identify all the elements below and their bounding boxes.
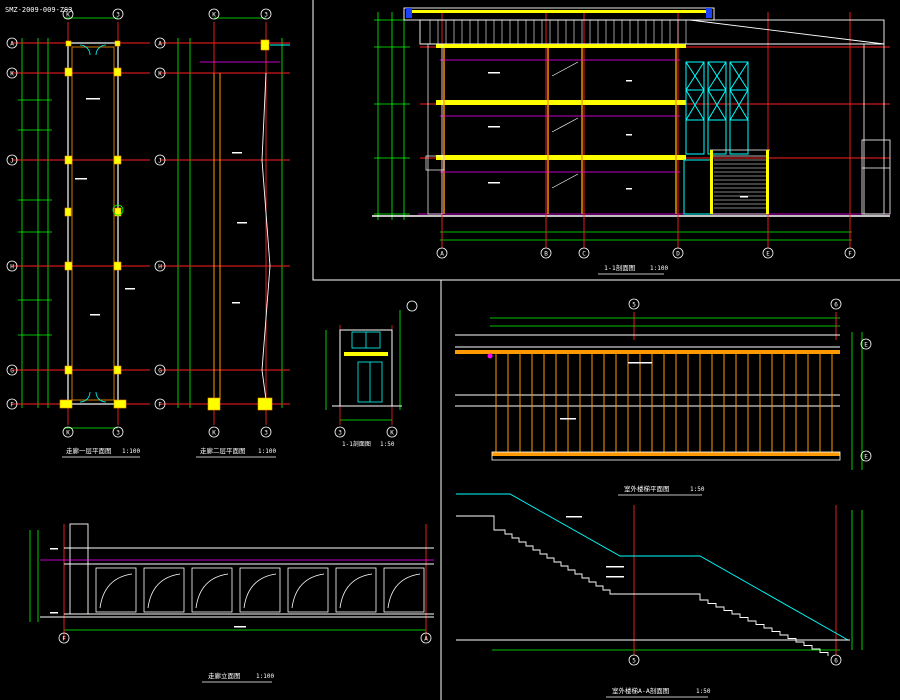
elevation-bay-arc	[339, 573, 373, 609]
plan2-grid-left-3: H	[158, 264, 162, 271]
stair-plan-grid-right-1: E	[864, 454, 868, 461]
plan1-grid-top-1: 3	[116, 12, 120, 19]
plan1-scale: 1:100	[122, 448, 140, 455]
top-section-scale: 1:100	[650, 265, 668, 272]
top-grid-2: C	[582, 251, 586, 258]
plan1-grid-left-2: J	[10, 158, 14, 165]
top-grid-5: F	[848, 251, 852, 258]
plan2-grid-bottom-1: 3	[264, 430, 268, 437]
plan1-grid-left-4: G	[10, 368, 14, 375]
elevation-bay-arc	[99, 573, 133, 609]
plan2-grid-top-0: K	[212, 12, 216, 19]
small-section-scale: 1:50	[380, 441, 395, 448]
stair-section-scale: 1:50	[696, 688, 711, 695]
plan1-grid-bottom-1: 3	[116, 430, 120, 437]
plan1-grid-top-0: K	[66, 12, 70, 19]
plan1-grid-left-1: K	[10, 71, 14, 78]
plan2-grid-top-1: 3	[264, 12, 268, 19]
plan2-grid-left-4: G	[158, 368, 162, 375]
small-section-grid-0: 3	[338, 430, 342, 437]
elevation-bay	[383, 567, 425, 613]
top-grid-0: A	[440, 251, 444, 258]
panel-borders	[312, 0, 900, 700]
stair-section-grid-0: 5	[632, 658, 636, 665]
elevation-bay-arc	[195, 573, 229, 609]
stair-plan-title: 室外楼梯平面图	[624, 484, 670, 493]
plan2-title: 走廊二层平面图	[200, 446, 246, 455]
plan1-title: 走廊一层平面图	[66, 446, 112, 455]
plan2-corridor-floor2: K 3 K 3 A K J H G F 走廊二层平面图 1:100	[154, 8, 290, 458]
top-grid-1: B	[544, 251, 548, 258]
stair-plan-grid-right-0: E	[864, 342, 868, 349]
elevation-bay	[143, 567, 185, 613]
plan2-grid-left-0: A	[158, 41, 162, 48]
elevation-bay-arc	[387, 573, 421, 609]
plan2-scale: 1:100	[258, 448, 276, 455]
small-section-title: 1-1剖面图	[342, 440, 371, 448]
elevation-bay-arc	[243, 573, 277, 609]
plan2-grid-left-5: F	[158, 402, 162, 409]
bottom-elevation-scale: 1:100	[256, 673, 274, 680]
elevation-bay-arc	[147, 573, 181, 609]
plan2-grid-left-1: K	[158, 71, 162, 78]
small-section-grid-1: K	[390, 430, 394, 437]
top-section-title: 1-1剖面图	[604, 263, 635, 272]
plan2-grid-bottom-0: K	[212, 430, 216, 437]
plan1-grid-left-5: F	[10, 402, 14, 409]
elevation-bay	[191, 567, 233, 613]
stair-section-title: 室外楼梯A-A剖面图	[612, 686, 669, 695]
elevation-bay-arc	[291, 573, 325, 609]
plan1-grid-left-3: H	[10, 264, 14, 271]
small-section-detail: 3 K 1-1剖面图 1:50	[325, 300, 418, 448]
top-grid-4: E	[766, 251, 770, 258]
bottom-grid-0: F	[62, 636, 66, 643]
top-section-1-1: A B C D E F 1-1剖面图 1:100	[372, 7, 891, 275]
stair-section-grid-1: 6	[834, 658, 838, 665]
elevation-bay	[335, 567, 377, 613]
plan1-grid-bottom-0: K	[66, 430, 70, 437]
bottom-elevation-title: 走廊立面图	[208, 671, 241, 680]
bottom-grid-1: A	[424, 636, 428, 643]
stair-plan-scale: 1:50	[690, 486, 705, 493]
top-grid-3: D	[676, 251, 680, 258]
plan1-corridor-floor1: K 3 K 3 A K J H G F 走廊一层平面图 1:100	[6, 8, 150, 458]
stair-plan-grid-top-0: 5	[632, 302, 636, 309]
bottom-corridor-elevation: F A 走廊立面图 1:100	[29, 523, 434, 683]
drawing-code: SMZ-2009-009-ZS3	[5, 6, 72, 14]
elevation-bay	[287, 567, 329, 613]
plan1-grid-left-0: A	[10, 41, 14, 48]
stair-plan: 5 6 E E 室外楼梯平面图 1:50	[455, 298, 872, 496]
stair-plan-grid-top-1: 6	[834, 302, 838, 309]
elevation-bay	[239, 567, 281, 613]
elevation-bay	[95, 567, 137, 613]
plan2-grid-left-2: J	[158, 158, 162, 165]
stair-section-a-a: 5 6 室外楼梯A-A剖面图 1:50	[456, 493, 863, 698]
